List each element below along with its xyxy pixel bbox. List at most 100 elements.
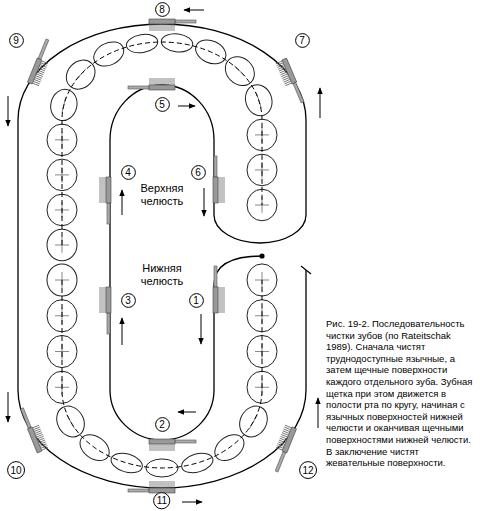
callout-circle-outline xyxy=(155,2,169,16)
direction-arrow xyxy=(178,106,195,107)
callout-number-text: 12 xyxy=(302,465,313,476)
callout-number-text: 4 xyxy=(125,167,131,178)
brush-handle xyxy=(107,203,110,224)
callout-number-text: 5 xyxy=(159,99,165,110)
brushing-route xyxy=(18,24,306,488)
callout-circle-outline xyxy=(154,493,170,509)
direction-arrow xyxy=(201,314,202,344)
callout-number-text: 8 xyxy=(159,4,165,15)
tooth xyxy=(179,450,215,476)
callout-circle-outline xyxy=(155,97,169,111)
callout-circle-outline xyxy=(155,417,169,431)
callout-circle-outline xyxy=(8,462,25,479)
direction-arrow xyxy=(182,502,202,503)
brush-head xyxy=(149,85,175,90)
callout-number: 8 xyxy=(155,2,170,17)
brush-bristles xyxy=(150,444,174,451)
jaw-label: Верхняя челюсть xyxy=(133,182,191,208)
brush-head xyxy=(149,439,175,444)
brush-bristles xyxy=(218,288,225,312)
callout-number: 4 xyxy=(121,165,136,180)
brush-handle xyxy=(214,266,217,287)
teeth xyxy=(47,32,277,477)
callout-circle-outline xyxy=(9,33,23,47)
toothbrush xyxy=(213,266,225,313)
tooth xyxy=(109,450,145,476)
toothbrush xyxy=(27,39,56,87)
callout-number-text: 1 xyxy=(193,295,199,306)
direction-arrow xyxy=(204,188,205,216)
figure-caption: Рис. 19-2. Последовательность чистки зуб… xyxy=(326,318,476,469)
tooth xyxy=(234,401,273,442)
brush-bristles xyxy=(150,24,174,31)
callout-number: 5 xyxy=(155,97,170,112)
direction-arrow xyxy=(184,10,204,11)
toothbrush xyxy=(99,177,111,224)
direction-arrow xyxy=(122,318,123,345)
brush-bristles xyxy=(150,481,174,488)
toothbrush xyxy=(149,19,196,31)
toothbrush xyxy=(99,287,111,334)
callout-number: 1 xyxy=(189,293,204,308)
brush-bristles xyxy=(33,425,48,450)
callout-number: 12 xyxy=(299,461,317,479)
callout-number: 6 xyxy=(191,165,206,180)
callout-circle-outline xyxy=(300,462,317,479)
tooth-crown xyxy=(109,450,145,476)
callout-circle-outline xyxy=(189,293,203,307)
callout-circle-outline xyxy=(121,165,135,179)
toothbrush xyxy=(20,405,49,453)
brush-head xyxy=(106,177,111,203)
brush-bristles xyxy=(218,178,225,202)
brush-bristles xyxy=(99,178,106,202)
callout-number: 3 xyxy=(121,293,136,308)
brush-handle xyxy=(275,451,286,472)
callout-number-text: 7 xyxy=(299,35,305,46)
route-end-tick xyxy=(301,266,311,274)
callout-circle-outline xyxy=(121,293,135,307)
jaw-label: Нижняя челюсть xyxy=(133,262,191,288)
callout-number-text: 3 xyxy=(125,295,131,306)
brush-handle xyxy=(175,20,196,23)
callout-number-text: 11 xyxy=(157,495,167,506)
callout-number: 2 xyxy=(155,417,170,432)
callout-number: 7 xyxy=(295,33,310,48)
brush-bristles xyxy=(150,78,174,85)
brush-bristles xyxy=(276,61,292,86)
callout-number-text: 9 xyxy=(13,35,19,46)
callout-circle-outline xyxy=(295,33,309,47)
tooth-crown xyxy=(234,401,273,442)
direction-arrow xyxy=(318,398,319,428)
brush-handle xyxy=(175,440,196,443)
dental-arch-midline xyxy=(62,280,262,468)
dental-arch-midline xyxy=(62,42,262,245)
brush-handle xyxy=(21,408,32,429)
tooth-crown xyxy=(125,32,159,55)
brush-bristles xyxy=(276,425,291,450)
callout-number: 9 xyxy=(9,33,24,48)
brush-handle xyxy=(128,489,149,492)
brush-head xyxy=(213,177,218,203)
route-start-dot xyxy=(259,253,264,258)
brush-handle xyxy=(107,313,110,334)
toothbrush xyxy=(149,439,196,451)
direction-arrow xyxy=(8,392,9,422)
callout-number: 10 xyxy=(7,461,25,479)
callout-number-text: 6 xyxy=(195,167,201,178)
direction-arrows xyxy=(8,10,320,502)
tooth-crown xyxy=(179,450,215,476)
direction-arrow xyxy=(8,96,9,126)
tooth xyxy=(125,32,159,55)
toothbrush xyxy=(268,424,297,472)
toothbrush xyxy=(275,58,304,106)
brush-head xyxy=(149,488,175,493)
callout-circle-outline xyxy=(191,165,205,179)
brush-handle xyxy=(293,82,304,103)
callout-number: 11 xyxy=(153,492,170,509)
direction-arrow xyxy=(320,88,321,118)
brush-head xyxy=(106,287,111,313)
brush-bristles xyxy=(33,61,48,86)
brush-head xyxy=(149,19,175,24)
callout-number-text: 2 xyxy=(159,419,165,430)
